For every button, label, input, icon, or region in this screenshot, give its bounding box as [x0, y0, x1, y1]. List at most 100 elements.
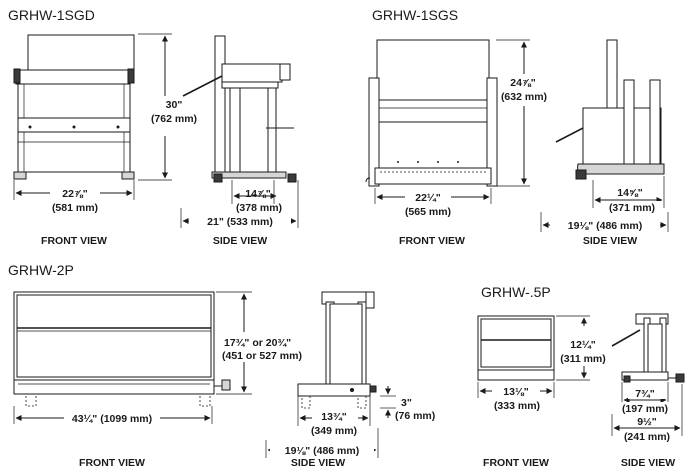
leg [357, 395, 367, 409]
cord-plug [675, 373, 685, 383]
grhw-1sgd-height-in: 30" [166, 99, 183, 111]
sneeze-guard-glass [376, 39, 490, 101]
foot [287, 173, 297, 183]
back-leg [649, 79, 661, 167]
base-plate [477, 369, 555, 381]
screw [72, 125, 76, 129]
foot [623, 375, 631, 383]
screw [116, 125, 120, 129]
grhw-2p-height-mm: (451 or 527 mm) [222, 350, 302, 362]
grhw-5p-width-in: 13⅛" [503, 386, 528, 398]
housing-lip [221, 81, 279, 89]
grhw-1sgd-side-view-label: SIDE VIEW [213, 235, 267, 247]
label-bg [270, 443, 374, 456]
grhw-1sgd-width-mm: (581 mm) [52, 202, 98, 214]
label-bg [620, 430, 674, 442]
label-bg [620, 402, 672, 414]
grhw-5p-side-view: 7¾" (197 mm) 9½" (241 mm) SIDE VIEW [611, 313, 685, 469]
grhw-1sgs-front-view: 24⅞" (632 mm) 22¼" (565 mm) FRONT VIEW [365, 39, 547, 247]
base-rail [211, 171, 287, 179]
screw [437, 161, 439, 163]
cord-plug [221, 379, 231, 391]
label-bg [312, 410, 358, 422]
grhw-5p-height-in: 12¼" [570, 339, 595, 351]
model-grhw-5p: GRHW-.5P 12¼" (311 mm) 13⅛" (333 mm) FRO… [477, 284, 685, 469]
label-bg [604, 186, 654, 198]
end-cap [365, 291, 375, 309]
grhw-5p-overall-in: 9½" [637, 416, 657, 428]
label-bg [189, 214, 291, 227]
grhw-2p-depth-mm: (349 mm) [311, 425, 357, 437]
grhw-1sgs-height-in: 24⅞" [510, 77, 535, 89]
base-plate [13, 379, 215, 395]
grhw-1sgs-depth-in: 14⅝" [617, 187, 642, 199]
top-rail [15, 69, 131, 85]
grhw-2p-width: 43¼" (1099 mm) [72, 413, 152, 425]
cabinet-body [378, 121, 488, 169]
grhw-1sgs-overall-depth: 19⅛" (486 mm) [568, 220, 642, 232]
grhw-1sgd-depth-mm: (378 mm) [236, 202, 282, 214]
grhw-5p-width-mm: (333 mm) [494, 400, 540, 412]
grhw-5p-height-mm: (311 mm) [560, 353, 606, 365]
leg [301, 395, 311, 409]
grhw-1sgs-width-in: 22¼" [415, 192, 440, 204]
leg-left [25, 393, 37, 407]
model-title-grhw-1sgd: GRHW-1SGD [8, 7, 95, 23]
grhw-1sgd-side-view: 14⅞" (378 mm) 21" (533 mm) SIDE VIEW [180, 35, 299, 247]
grhw-1sgd-width-in: 22⅞" [62, 188, 87, 200]
model-grhw-1sgd: GRHW-1SGD 30" (762 mm) [8, 7, 299, 247]
grhw-1sgs-side-view-label: SIDE VIEW [583, 235, 637, 247]
upper-panel [378, 99, 488, 123]
grhw-1sgd-front-view-label: FRONT VIEW [41, 235, 107, 247]
side-panel [329, 303, 363, 385]
heating-bar [17, 117, 131, 133]
grhw-1sgs-height-mm: (632 mm) [501, 91, 547, 103]
label-bg [604, 201, 660, 213]
back-leg [267, 87, 277, 175]
grhw-5p-front-view-label: FRONT VIEW [483, 457, 549, 469]
base-plate [297, 383, 371, 397]
grhw-5p-side-view-label: SIDE VIEW [621, 457, 675, 469]
power-cord [365, 177, 371, 183]
heating-base [577, 163, 665, 175]
screw [457, 161, 459, 163]
label-bg [628, 387, 664, 399]
warmer-inner [16, 294, 212, 378]
side-panel [647, 323, 663, 375]
grhw-1sgs-depth-mm: (371 mm) [609, 202, 655, 214]
cabinet-side [582, 107, 662, 165]
model-grhw-2p: GRHW-2P 17¾" or 20¾" (451 or 527 mm) [8, 262, 435, 469]
grhw-2p-overall-depth: 19⅛" (486 mm) [285, 445, 359, 457]
grhw-1sgs-side-view: 14⅝" (371 mm) 19⅛" (486 mm) SIDE VIEW [540, 39, 669, 247]
foot [213, 173, 223, 183]
model-title-grhw-2p: GRHW-2P [8, 262, 74, 278]
screw [397, 161, 399, 163]
grhw-1sgs-front-view-label: FRONT VIEW [399, 235, 465, 247]
foot [575, 169, 587, 180]
label-bg [550, 218, 660, 231]
model-grhw-1sgs: GRHW-1SGS 24⅞" (632 mm) [365, 7, 669, 247]
door-angle [611, 329, 641, 347]
leg-right [199, 393, 211, 407]
grhw-2p-side-view: 3" (76 mm) 13¾" (349 mm) 19⅛" (486 mm) S… [265, 291, 435, 469]
screw [28, 125, 32, 129]
knob [350, 388, 354, 392]
cord-plug [369, 385, 377, 393]
grhw-1sgd-overall-depth: 21" (533 mm) [207, 216, 273, 228]
grhw-2p-leg-in: 3" [401, 397, 412, 409]
grhw-2p-side-view-label: SIDE VIEW [291, 457, 345, 469]
grhw-5p-depth-in: 7¾" [635, 388, 655, 400]
glass-angle [182, 75, 223, 97]
screw [417, 161, 419, 163]
front-leg [229, 87, 241, 175]
model-title-grhw-1sgs: GRHW-1SGS [372, 7, 458, 23]
grhw-1sgs-width-mm: (565 mm) [405, 206, 451, 218]
left-bracket [13, 68, 21, 84]
grhw-1sgd-front-view: 30" (762 mm) 22⅞" (581 mm) FRONT VIEW [13, 33, 197, 247]
foot-right [121, 171, 135, 180]
model-title-grhw-5p: GRHW-.5P [481, 284, 551, 300]
top-housing [221, 63, 283, 83]
right-bracket [127, 68, 135, 84]
